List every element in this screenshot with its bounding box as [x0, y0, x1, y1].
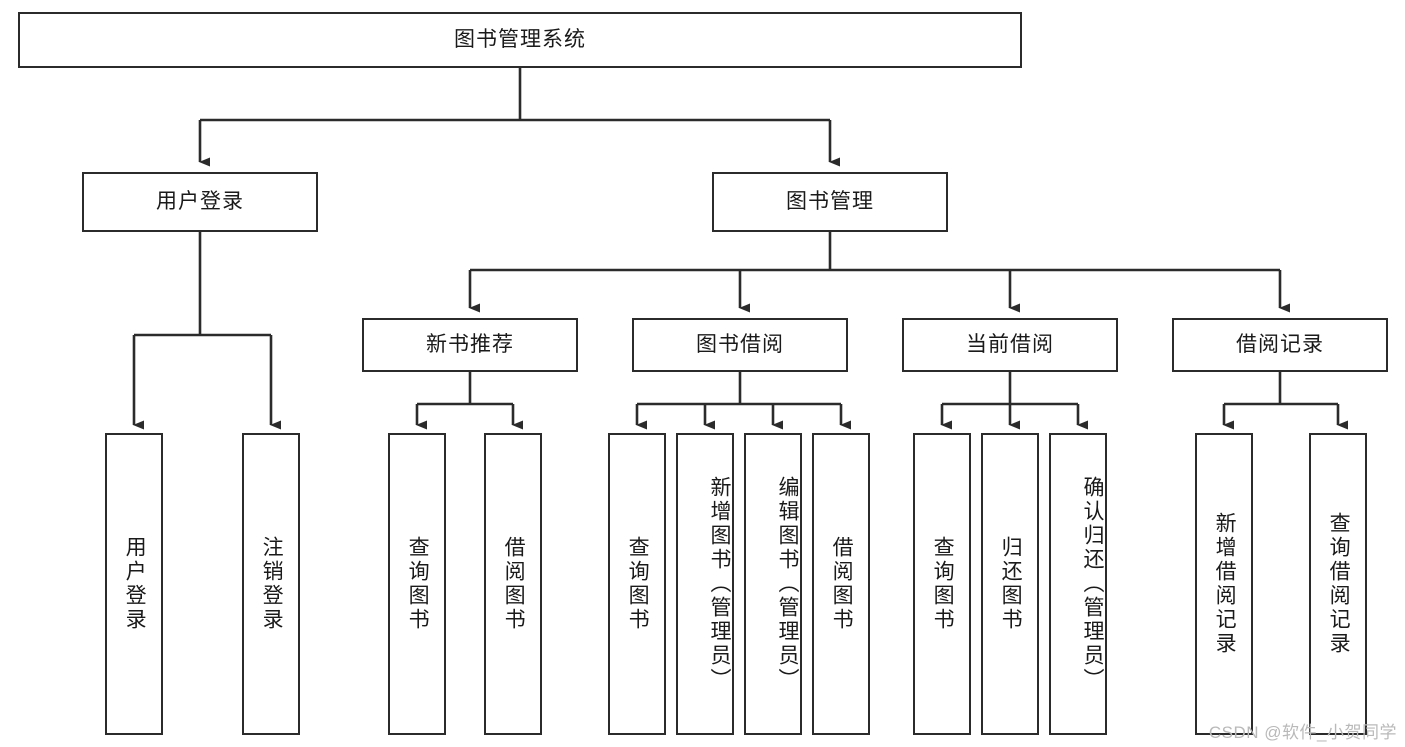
leaf-borrow-record-query-record[interactable]: 查询借阅记录 — [1309, 433, 1367, 735]
node-label: 当前借阅 — [966, 333, 1054, 357]
node-label: 新增图书（管理员） — [708, 476, 731, 692]
node-label: 图书借阅 — [696, 333, 784, 357]
leaf-book-borrow-edit-book-admin[interactable]: 编辑图书（管理员） — [744, 433, 802, 735]
leaf-book-borrow-query-books[interactable]: 查询图书 — [608, 433, 666, 735]
leaf-user-login-signout[interactable]: 注销登录 — [242, 433, 300, 735]
leaf-book-borrow-borrow-books[interactable]: 借阅图书 — [812, 433, 870, 735]
node-label: 查询图书 — [626, 536, 650, 632]
node-label: 借阅记录 — [1236, 333, 1324, 357]
node-label: 编辑图书（管理员） — [776, 476, 799, 692]
node-new-book-recommendation[interactable]: 新书推荐 — [362, 318, 578, 372]
node-book-borrowing[interactable]: 图书借阅 — [632, 318, 848, 372]
node-current-borrowing[interactable]: 当前借阅 — [902, 318, 1118, 372]
node-user-login[interactable]: 用户登录 — [82, 172, 318, 232]
node-label: 查询借阅记录 — [1327, 512, 1351, 656]
node-label: 借阅图书 — [830, 536, 854, 632]
node-label: 用户登录 — [156, 190, 244, 214]
leaf-current-borrow-query-books[interactable]: 查询图书 — [913, 433, 971, 735]
node-borrowing-record[interactable]: 借阅记录 — [1172, 318, 1388, 372]
node-root-book-management-system[interactable]: 图书管理系统 — [18, 12, 1022, 68]
leaf-current-borrow-confirm-return-admin[interactable]: 确认归还（管理员） — [1049, 433, 1107, 735]
node-label: 新书推荐 — [426, 333, 514, 357]
leaf-book-borrow-add-book-admin[interactable]: 新增图书（管理员） — [676, 433, 734, 735]
node-label: 借阅图书 — [502, 536, 526, 632]
leaf-current-borrow-return-books[interactable]: 归还图书 — [981, 433, 1039, 735]
node-label: 图书管理系统 — [454, 28, 586, 52]
node-label: 新增借阅记录 — [1213, 512, 1237, 656]
leaf-new-book-query-books[interactable]: 查询图书 — [388, 433, 446, 735]
csdn-watermark: CSDN @软件_小贺同学 — [1208, 723, 1397, 742]
node-label: 图书管理 — [786, 190, 874, 214]
leaf-user-login-signin[interactable]: 用户登录 — [105, 433, 163, 735]
node-label: 归还图书 — [999, 536, 1023, 632]
node-book-management[interactable]: 图书管理 — [712, 172, 948, 232]
node-label: 确认归还（管理员） — [1081, 476, 1104, 692]
node-label: 查询图书 — [931, 536, 955, 632]
node-label: 用户登录 — [123, 536, 147, 632]
node-label: 注销登录 — [260, 536, 284, 632]
leaf-borrow-record-add-record[interactable]: 新增借阅记录 — [1195, 433, 1253, 735]
leaf-new-book-borrow-books[interactable]: 借阅图书 — [484, 433, 542, 735]
node-label: 查询图书 — [406, 536, 430, 632]
